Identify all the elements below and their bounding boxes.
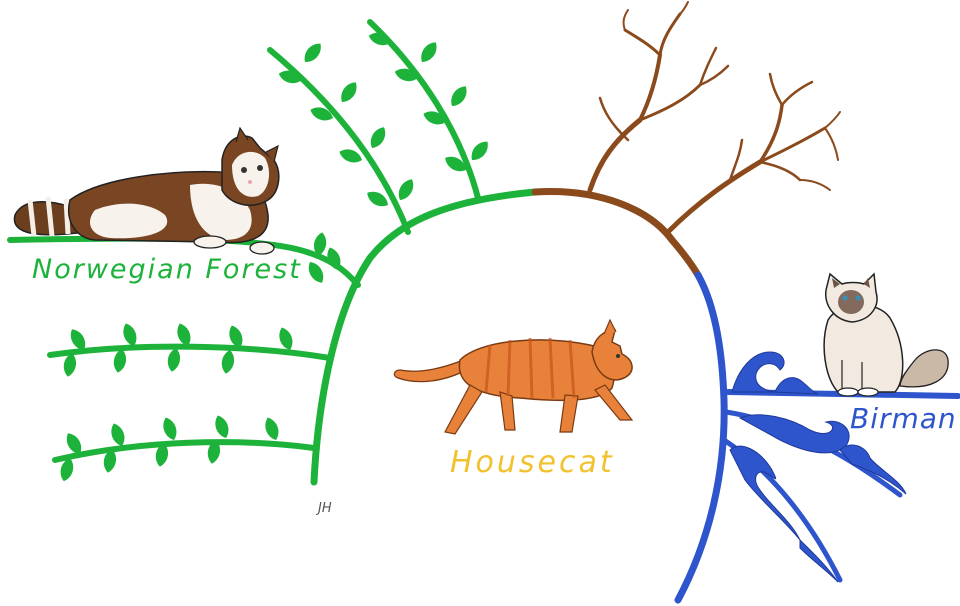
housecat-illustration xyxy=(394,320,632,434)
green-vine-4 xyxy=(55,442,314,460)
green-trunk xyxy=(314,192,535,482)
artist-signature: JH xyxy=(315,501,332,516)
blue-trunk xyxy=(678,275,724,600)
birman-label: Birman xyxy=(850,402,957,435)
norwegian-forest-label: Norwegian Forest xyxy=(32,254,302,285)
housecat-label: Housecat xyxy=(450,445,615,480)
green-vine-2 xyxy=(370,22,478,198)
brown-trunk xyxy=(535,192,698,275)
birman-cat-illustration xyxy=(824,274,948,396)
brown-branch xyxy=(535,2,840,275)
norwegian-forest-cat-illustration xyxy=(14,128,278,254)
